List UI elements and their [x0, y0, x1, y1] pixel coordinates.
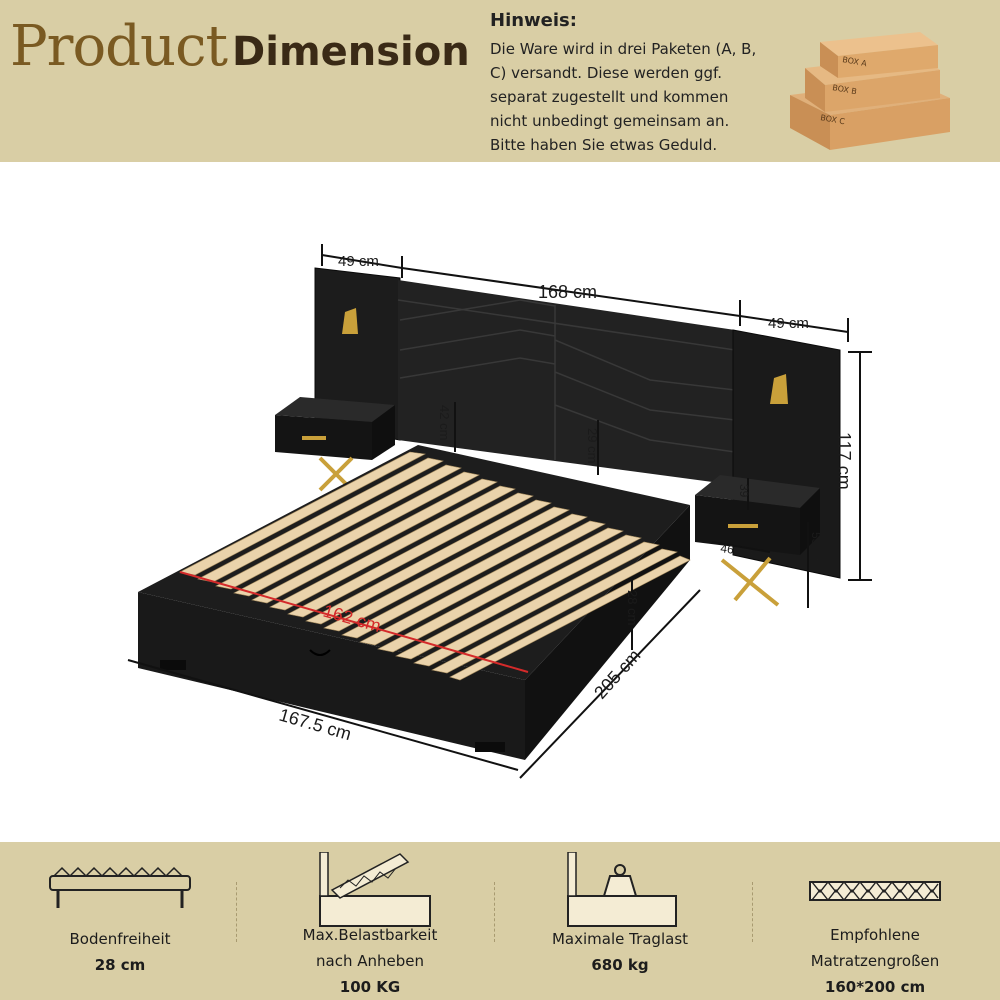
dim-nightstand-total-height: 53 cm [809, 532, 823, 565]
reading-lamp-left-icon [342, 308, 358, 334]
headboard-stitching [397, 299, 736, 460]
slat-length-line [179, 571, 529, 673]
dim-nightstand-width: 46 cm [720, 541, 754, 559]
feature-label-mattress: Empfohlene Matratzengroßen [810, 926, 940, 970]
feature-lift-capacity: Max.Belastbarkeit nach Anheben 100 KG [250, 842, 490, 1000]
feature-value-lift: 100 KG [339, 978, 401, 996]
feature-value-mattress: 160*200 cm [824, 978, 926, 996]
weight-load-icon [567, 852, 677, 927]
lift-handle [309, 649, 331, 656]
title-dimension: Dimension [232, 29, 470, 75]
feature-divider [494, 882, 495, 942]
bed-frame-side [525, 505, 690, 760]
dim-total-height: 117 cm [834, 432, 854, 490]
bed-leg-left [160, 660, 186, 670]
feature-label-clearance: Bodenfreiheit [69, 930, 171, 948]
dim-headboard-width: 168 cm [538, 282, 597, 302]
dim-right-wing-width: 49 cm [768, 315, 809, 332]
feature-divider [752, 882, 753, 942]
feature-value-clearance: 28 cm [94, 956, 146, 974]
dim-nightstand-height: 39 [737, 484, 751, 498]
mattress-icon [809, 880, 941, 902]
title-product: Product [10, 14, 228, 79]
box-a-label: BOX A [842, 55, 868, 68]
nightstand-right [695, 475, 820, 607]
dim-headboard-left-height: 42 cm [437, 405, 452, 440]
bed-frame-top [138, 445, 690, 680]
box-a: BOX A [820, 32, 938, 78]
bed-slats [179, 451, 691, 681]
dim-left-wing-width: 49 cm [338, 253, 379, 270]
page-title: Product Dimension [10, 14, 470, 79]
header-banner: Product Dimension Hinweis: Die Ware wird… [0, 0, 1000, 162]
product-diagram-area: 49 cm 168 cm 49 cm 117 cm 42 cm 29 cm 39… [0, 162, 1000, 842]
notice-text: Die Ware wird in drei Paketen (A, B, C) … [490, 40, 757, 154]
feature-max-load: Maximale Traglast 680 kg [500, 842, 740, 1000]
reading-lamp-right-icon [770, 374, 788, 404]
bed-clearance-icon [49, 866, 191, 908]
bed-dimension-diagram: 49 cm 168 cm 49 cm 117 cm 42 cm 29 cm 39… [127, 244, 872, 779]
feature-value-load: 680 kg [591, 956, 649, 974]
feature-mattress-size: Empfohlene Matratzengroßen 160*200 cm [755, 842, 995, 1000]
dimension-lines [127, 244, 872, 779]
feature-divider [236, 882, 237, 942]
notice-title: Hinweis: [490, 10, 577, 31]
bed-leg-right [475, 742, 505, 752]
package-boxes-illustration: BOX C BOX B BOX A [790, 32, 950, 150]
nightstand-left [275, 397, 395, 492]
feature-label-load: Maximale Traglast [551, 930, 689, 948]
dim-headboard-center-height: 29 cm [585, 428, 600, 463]
dim-frame-height: 28 cm [625, 590, 640, 625]
box-b-label: BOX B [832, 83, 858, 96]
lifted-storage-icon [319, 852, 431, 927]
headboard-center [398, 280, 735, 485]
feature-bar: Bodenfreiheit 28 cm Max.Belastbarkeit na… [0, 842, 1000, 1000]
feature-label-lift: Max.Belastbarkeit nach Anheben [302, 926, 438, 970]
bed-frame-front [138, 592, 525, 760]
feature-ground-clearance: Bodenfreiheit 28 cm [0, 842, 240, 1000]
box-c-label: BOX C [820, 113, 846, 126]
